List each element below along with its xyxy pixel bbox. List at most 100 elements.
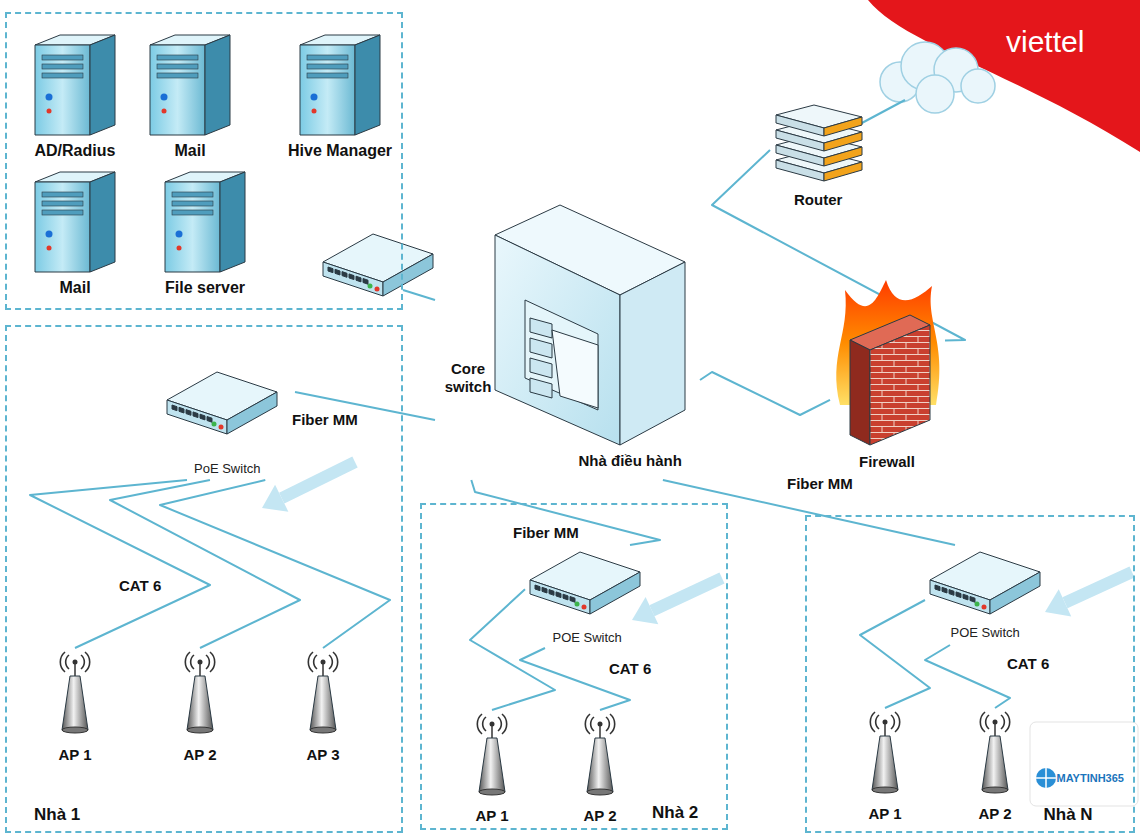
cable-label: Fiber MM: [510, 524, 582, 541]
icon-part: [321, 660, 326, 665]
icon-part: [47, 109, 52, 114]
node-label: Router: [794, 191, 842, 209]
watermark-globe-lines: [1036, 768, 1056, 788]
icon-part: [46, 231, 53, 238]
icon-part: [307, 73, 348, 78]
icon-part: [42, 73, 83, 78]
access-point: AP 1: [40, 648, 110, 768]
cloud-link: [860, 100, 905, 124]
icon-part: [930, 580, 990, 614]
icon-part: [42, 210, 83, 215]
node-label: AP 1: [476, 807, 509, 825]
icon-part: [552, 330, 598, 408]
core-building-art: [440, 200, 695, 480]
icon-part: [157, 55, 198, 60]
icon-part: [62, 676, 88, 730]
server-icon: AD/Radius: [28, 25, 122, 165]
icon-part: [620, 262, 685, 445]
icon-part: [157, 73, 198, 78]
icon-part: [212, 422, 217, 427]
icon-part: [172, 405, 177, 411]
icon-part: [598, 722, 603, 727]
icon-part: [556, 592, 561, 598]
icon-part: [176, 231, 183, 238]
icon-part: [311, 94, 318, 101]
icon-part: [42, 192, 83, 197]
icon-part: [1045, 589, 1071, 616]
access-point: AP 2: [165, 648, 235, 768]
icon-part: [282, 462, 355, 498]
icon-part: [161, 94, 168, 101]
cable-label: CAT 6: [1004, 655, 1052, 672]
icon-part: [525, 300, 598, 410]
icon-part: [35, 182, 90, 272]
node-label: Firewall: [859, 453, 915, 471]
icon-part: [177, 246, 182, 251]
icon-part: [975, 602, 980, 607]
icon-part: [970, 597, 975, 603]
icon-part: [883, 720, 888, 725]
icon-part: [479, 789, 505, 795]
icon-part: [530, 338, 552, 358]
brand-corner: [868, 0, 1140, 152]
icon-part: [582, 605, 587, 610]
icon-part: [872, 787, 898, 793]
node-label: POE Switch: [951, 625, 1020, 641]
node-label: Mail: [175, 141, 206, 160]
icon-part: [942, 587, 947, 593]
icon-part: [179, 407, 184, 413]
icon-part: [963, 594, 968, 600]
icon-part: [982, 787, 1008, 793]
poe-switch: PoE Switch: [160, 362, 295, 480]
icon-part: [199, 664, 201, 676]
zone-label: Nhà 1: [34, 805, 80, 825]
icon-part: [42, 55, 83, 60]
icon-part: [220, 172, 245, 272]
access-point: AP 3: [288, 648, 358, 768]
node-label: AP 1: [59, 746, 92, 764]
firewall-icon-art: [830, 280, 945, 475]
cable-label: CAT 6: [606, 660, 654, 677]
icon-part: [207, 417, 212, 423]
icon-part: [46, 94, 53, 101]
access-point: AP 1: [457, 710, 527, 828]
icon-part: [990, 572, 1040, 614]
server-icon: Mail: [35, 160, 115, 300]
icon-part: [530, 358, 552, 378]
icon-part: [187, 727, 213, 733]
icon-part: [956, 592, 961, 598]
icon-part: [884, 724, 886, 736]
icon-part: [935, 585, 940, 591]
cable: [520, 648, 630, 710]
icon-part: [205, 35, 230, 135]
node-label: AP 3: [307, 746, 340, 764]
icon-part: [342, 272, 347, 278]
building-zone: AD/RadiusMailHive ManagerMailFile server: [5, 12, 403, 310]
icon-part: [198, 660, 203, 665]
server-icon: Hive Manager: [282, 25, 399, 165]
building-zone: Nhà NPOE SwitchAP 1AP 2: [805, 515, 1135, 833]
icon-part: [167, 400, 227, 434]
icon-part: [150, 45, 205, 135]
icon-part: [982, 736, 1008, 790]
icon-part: [35, 45, 90, 135]
cable: [860, 600, 930, 708]
watermark-globe: [1036, 768, 1056, 788]
icon-part: [994, 724, 996, 736]
icon-part: [312, 109, 317, 114]
icon-part: [870, 325, 930, 445]
zone-label: Nhà N: [1044, 805, 1093, 825]
node-label: Core switch: [437, 360, 499, 396]
poe-switch: POE Switch: [525, 545, 650, 648]
icon-part: [307, 55, 348, 60]
icon-part: [90, 172, 115, 272]
access-point: AP 2: [960, 708, 1030, 826]
icon-part: [652, 578, 722, 611]
icon-part: [1065, 572, 1132, 603]
icon-part: [491, 726, 493, 738]
cloud: [880, 42, 995, 113]
node-label: AP 2: [184, 746, 217, 764]
icon-part: [172, 210, 213, 215]
icon-part: [587, 789, 613, 795]
icon-part: [824, 117, 862, 136]
